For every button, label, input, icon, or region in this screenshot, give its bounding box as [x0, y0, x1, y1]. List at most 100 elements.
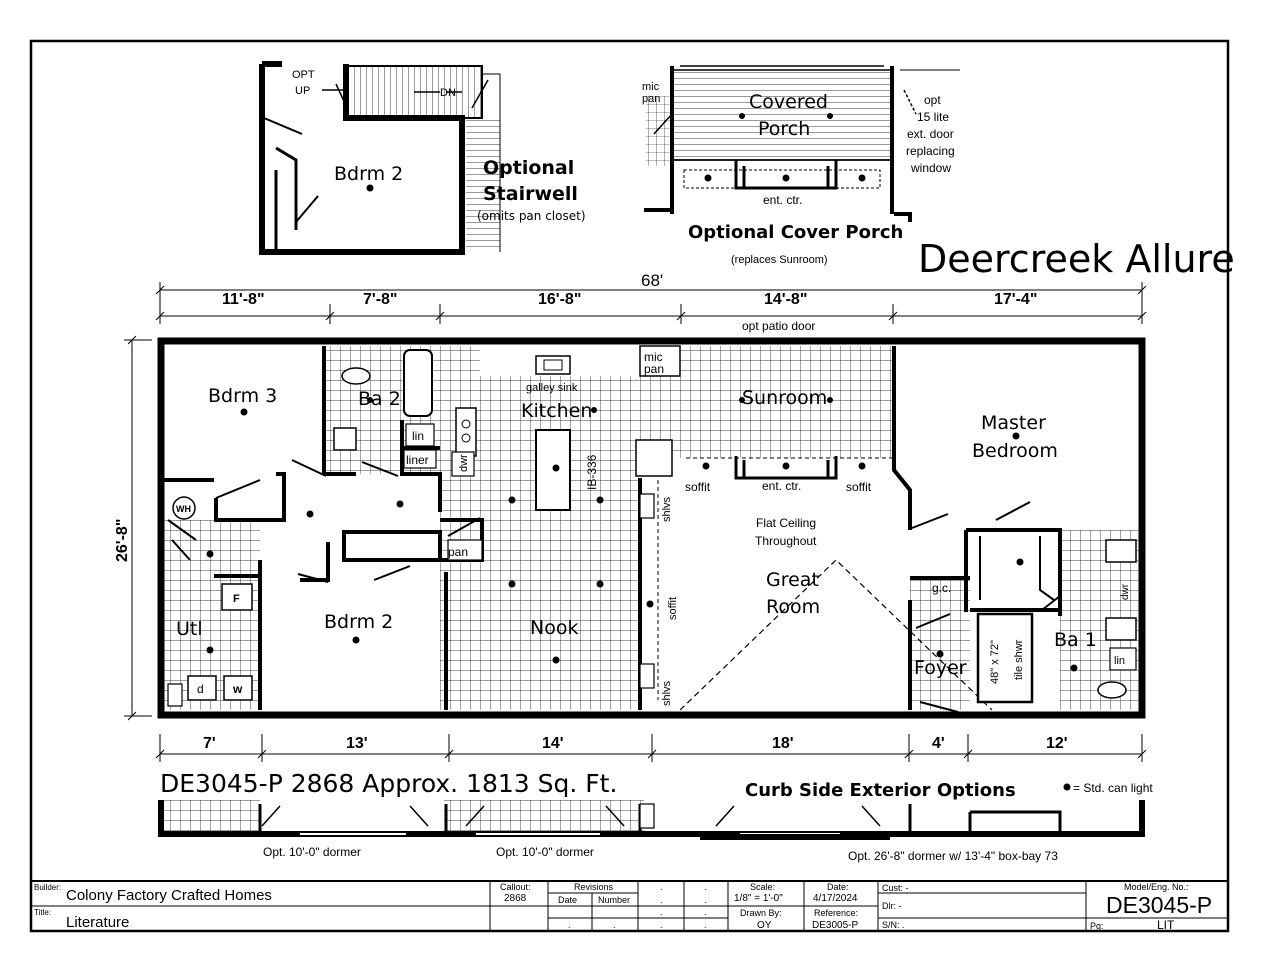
revisions-label: Revisions — [574, 882, 614, 892]
soffit-2: soffit — [846, 480, 872, 494]
soffit-1: soffit — [685, 480, 711, 494]
dim-bottom-1: 7' — [203, 735, 216, 752]
rev-cell-7: . — [660, 920, 663, 930]
model-no-value: DE3045-P — [1106, 892, 1212, 918]
reference-value: DE3005-P — [812, 920, 858, 931]
kitchen-dwr: dwr — [458, 454, 470, 472]
room-kitchen: Kitchen — [521, 400, 592, 422]
rev-cell-6: . — [704, 907, 707, 917]
porch-door-note-1: opt — [924, 93, 941, 107]
dim-top-1: 11'-8" — [222, 291, 265, 308]
room-great-2: Room — [766, 596, 820, 618]
rev-number-1: . — [613, 920, 616, 930]
model-no-label: Model/Eng. No.: — [1124, 882, 1189, 892]
stairwell-title-2: Stairwell — [483, 183, 578, 205]
kitchen-pan-closet: pan — [448, 545, 468, 559]
washer-label: w — [232, 682, 243, 696]
ent-ctr: ent. ctr. — [762, 479, 801, 493]
top-dimensions — [155, 282, 1147, 324]
room-ba2: Ba 2 — [358, 388, 401, 410]
room-utl: Utl — [176, 618, 203, 640]
dim-bottom-6: 12' — [1046, 735, 1068, 752]
dn-label: DN — [440, 87, 456, 99]
can-light-legend: = Std. can light — [1073, 781, 1153, 795]
page-label: Pg: — [1090, 921, 1104, 931]
room-bdrm2: Bdrm 2 — [324, 611, 393, 633]
wh-label: WH — [176, 504, 191, 514]
room-master-2: Bedroom — [972, 440, 1058, 462]
builder-label: Builder: — [34, 883, 61, 892]
shlvs-1: shlvs — [661, 496, 673, 522]
opt-patio-door: opt patio door — [742, 319, 815, 333]
dim-bottom-2: 13' — [346, 735, 368, 752]
rev-cell-8: . — [704, 920, 707, 930]
can-light-legend-icon — [1063, 783, 1071, 791]
dormer-option-1: Opt. 10'-0" dormer — [263, 845, 361, 859]
room-master-1: Master — [981, 412, 1046, 434]
opt-up-label: OPT — [292, 69, 315, 81]
cover-porch-title: Optional Cover Porch — [688, 222, 903, 243]
stairwell-option: OPT UP DN Bdrm 2 Optional Stairwell (omi… — [259, 61, 586, 255]
rev-cell-4: . — [704, 895, 707, 905]
dim-top-2: 7'-8" — [363, 291, 398, 308]
galley-sink: galley sink — [526, 382, 578, 394]
dlr-label: Dlr: - — [882, 901, 902, 911]
rev-cell-3: . — [660, 895, 663, 905]
reference-label: Reference: — [814, 908, 858, 918]
title-value: Literature — [66, 914, 129, 931]
callout-label: Callout: — [500, 882, 531, 892]
room-foyer: Foyer — [914, 657, 967, 679]
room-ba1: Ba 1 — [1054, 629, 1097, 651]
sheet-border — [29, 39, 1230, 933]
porch-door-note-3: ext. door — [907, 127, 954, 141]
shower-type: tile shwr — [1013, 639, 1025, 680]
room-bdrm3: Bdrm 3 — [208, 385, 277, 407]
ba1-lin: lin — [1114, 655, 1125, 667]
rev-cell-5: . — [660, 907, 663, 917]
porch-door-note-2: 15 lite — [917, 110, 949, 124]
opt-up-label-2: UP — [295, 85, 310, 97]
porch-label: Porch — [758, 118, 810, 140]
cover-porch-note: (replaces Sunroom) — [731, 254, 828, 266]
rev-date-1: . — [568, 920, 571, 930]
stairwell-note: (omits pan closet) — [477, 209, 586, 223]
flat-ceiling-2: Throughout — [755, 534, 817, 548]
furnace-label: F — [233, 593, 240, 605]
drawn-by-value: OY — [757, 920, 772, 931]
ba2-lin: lin — [412, 429, 424, 443]
gc-label: g.c. — [932, 581, 951, 595]
cust-label: Cust: - — [882, 883, 909, 893]
kitchen-mic: mic — [644, 350, 663, 364]
scale-value: 1/8" = 1'-0" — [734, 893, 783, 904]
curb-side-title: Curb Side Exterior Options — [745, 780, 1016, 801]
porch-pan: pan — [642, 93, 660, 105]
rev-date-label: Date — [558, 895, 577, 905]
dormer-option-2: Opt. 10'-0" dormer — [496, 845, 594, 859]
rev-cell-1: . — [660, 882, 663, 892]
kitchen-pan: pan — [644, 362, 664, 376]
porch-door-note-5: window — [910, 161, 951, 175]
dim-top-3: 16'-8" — [538, 291, 581, 308]
dim-overall: 68' — [641, 271, 663, 290]
room-great-1: Great — [766, 569, 819, 591]
builder-value: Colony Factory Crafted Homes — [66, 887, 272, 904]
model-name: Deercreek Allure — [918, 237, 1235, 281]
bottom-dimensions — [155, 734, 1147, 762]
page-value: LIT — [1157, 918, 1175, 932]
cover-porch-option: mic pan Covered Porch ent. ctr. opt 15 l… — [642, 65, 960, 266]
dim-bottom-5: 4' — [932, 735, 945, 752]
dim-top-5: 17'-4" — [994, 291, 1037, 308]
room-sunroom: Sunroom — [742, 387, 827, 409]
ba2-liner: liner — [406, 453, 429, 467]
dryer-label: d — [197, 682, 204, 696]
shlvs-2: shlvs — [661, 680, 673, 706]
stair-bdrm2-label: Bdrm 2 — [334, 163, 403, 185]
dim-top-4: 14'-8" — [764, 291, 807, 308]
title-block — [31, 880, 1228, 931]
dim-bottom-4: 18' — [772, 735, 794, 752]
rev-cell-2: . — [704, 882, 707, 892]
drawn-by-label: Drawn By: — [740, 908, 782, 918]
island-label: IB-336 — [585, 454, 599, 490]
date-value: 4/17/2024 — [813, 893, 858, 904]
